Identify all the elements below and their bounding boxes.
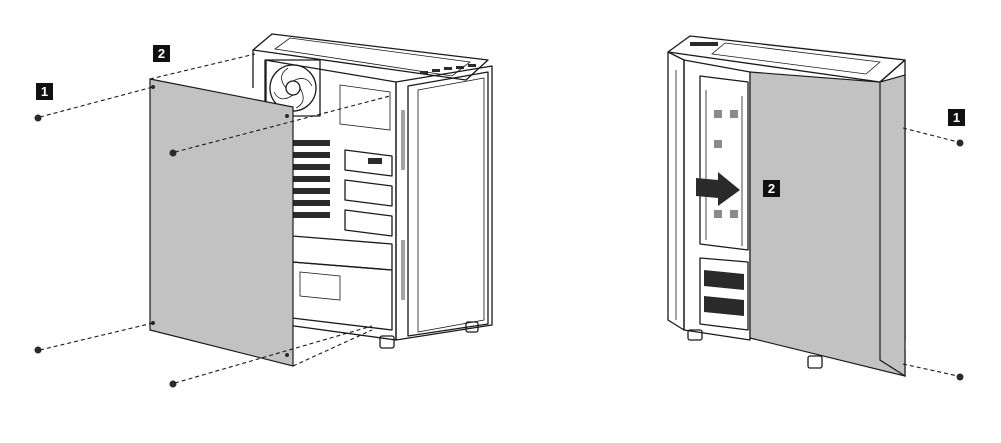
step-badge-2-right: 2 [763, 180, 780, 197]
expansion-slots [290, 140, 330, 218]
tray-cutout [339, 84, 391, 131]
bottom-grille [291, 235, 393, 271]
screw-path [902, 363, 959, 377]
screw-hole [151, 321, 155, 325]
screw-path [39, 86, 154, 118]
case-top [252, 33, 489, 81]
step-badge-1-right: 1 [948, 109, 965, 126]
step-badge-1-left: 1 [36, 83, 53, 100]
io-port [432, 69, 440, 72]
thumbscrew-icon [956, 373, 964, 381]
thumbscrew-icon [956, 139, 964, 147]
front-panel [407, 71, 489, 337]
case-top-inner [273, 37, 471, 77]
hdd-bay [699, 257, 749, 331]
io-port [420, 71, 428, 74]
case-foot [379, 335, 395, 349]
screw-path [902, 127, 959, 143]
step-badge-label: 2 [158, 46, 165, 61]
io-port [456, 66, 464, 69]
left-case-figure [34, 33, 493, 388]
step-badge-label: 1 [41, 84, 48, 99]
front-bezel [395, 65, 493, 341]
thumbscrew-icon [169, 149, 177, 157]
io-port [468, 64, 476, 67]
screw-hole [285, 353, 289, 357]
interior [683, 59, 751, 341]
screw-path [174, 325, 373, 384]
screw-hole [151, 85, 155, 89]
case-top-inner [711, 42, 881, 75]
screw-path [39, 322, 154, 351]
psu-shroud [291, 261, 393, 331]
slide-arrow-icon [696, 172, 740, 206]
io-port [444, 67, 452, 70]
screw-hole [285, 114, 289, 118]
step-badge-2-left: 2 [153, 45, 170, 62]
thumbscrew-icon [169, 380, 177, 388]
hdd [704, 296, 744, 316]
drive-cage [699, 75, 749, 251]
right-case-figure [667, 35, 964, 381]
case-foot [465, 321, 479, 333]
panel-guide [292, 329, 373, 367]
screw-path [174, 95, 391, 153]
case-foot [807, 355, 823, 369]
side-panel [149, 78, 294, 367]
io-ports [690, 42, 718, 46]
side-panel-edge [879, 74, 906, 378]
thumbscrew-icon [34, 346, 42, 354]
case-foot [687, 329, 703, 341]
step-badge-label: 1 [953, 110, 960, 125]
panel-guide [149, 53, 256, 80]
thumbscrew-icon [34, 114, 42, 122]
front-vents [401, 110, 405, 300]
front-panel-inner [417, 77, 485, 333]
hdd [704, 270, 744, 290]
drive-bays [344, 149, 393, 237]
psu [299, 271, 341, 301]
step-badge-label: 2 [768, 181, 775, 196]
